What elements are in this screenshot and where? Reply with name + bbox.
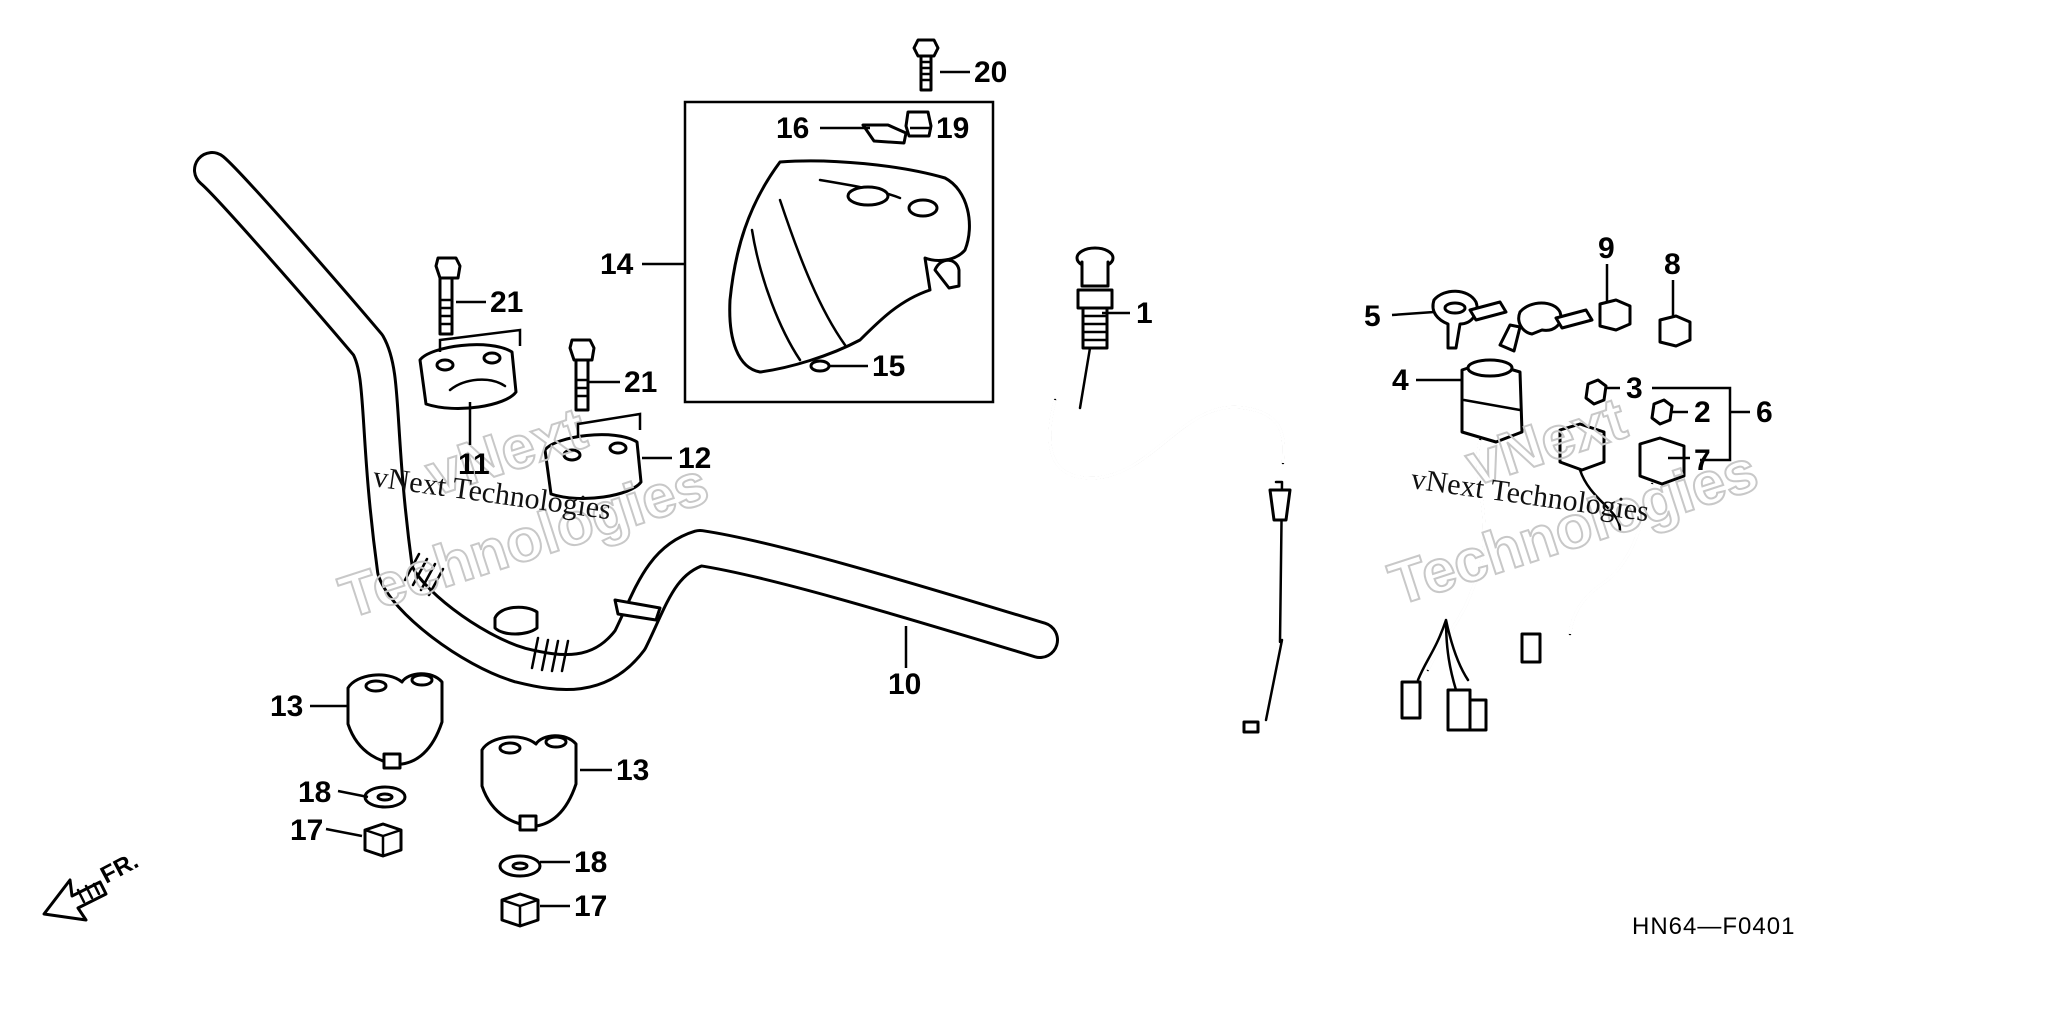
knurl-left — [403, 552, 445, 597]
callout-13-left: 13 — [270, 690, 303, 723]
collar-19 — [904, 110, 933, 138]
callout-7: 7 — [1694, 444, 1711, 477]
upper-holder-11 — [418, 343, 518, 410]
knob-2 — [1650, 398, 1674, 426]
callout-20: 20 — [974, 56, 1007, 89]
callout-21-left: 21 — [490, 286, 523, 319]
bracket-16 — [861, 123, 908, 145]
switch-7 — [1520, 436, 1686, 664]
ignition-switch-4 — [1400, 323, 1524, 732]
lower-holder-13-right — [480, 734, 578, 832]
key-5 — [1431, 289, 1508, 350]
cap-8 — [1658, 314, 1692, 348]
handlebar — [193, 151, 1059, 692]
callout-2: 2 — [1694, 396, 1711, 429]
callout-12: 12 — [678, 442, 711, 475]
bolt-21-right — [568, 338, 596, 412]
cap-9 — [1598, 298, 1632, 332]
knurl-right — [530, 636, 570, 673]
nut-17-left — [363, 822, 403, 858]
grommet-15 — [809, 359, 831, 373]
callout-19: 19 — [936, 112, 969, 145]
choke-cable — [1048, 246, 1292, 734]
callout-5: 5 — [1364, 300, 1381, 333]
handlebar-cover — [728, 159, 971, 374]
drawing-code: HN64—F0401 — [1632, 913, 1795, 940]
callout-14: 14 — [600, 248, 634, 281]
callout-10: 10 — [888, 668, 921, 701]
callout-16: 16 — [776, 112, 809, 145]
callout-9: 9 — [1598, 232, 1615, 265]
callout-11: 11 — [458, 448, 490, 481]
callout-3: 3 — [1626, 372, 1643, 405]
callout-18-left: 18 — [298, 776, 331, 809]
knob-3 — [1584, 378, 1608, 406]
callout-21-right: 21 — [624, 366, 657, 399]
callout-17-right: 17 — [574, 890, 607, 923]
washer-18-left — [363, 785, 407, 809]
front-marker-label: FR. — [96, 847, 143, 889]
key-spare — [1517, 301, 1594, 336]
front-direction-arrow: FR. — [42, 847, 143, 922]
bolt-21-left — [434, 256, 462, 336]
callout-17-left: 17 — [290, 814, 323, 847]
leader-lines — [310, 70, 1750, 908]
lower-holder-13-left — [346, 672, 444, 770]
upper-holder-12 — [543, 433, 643, 500]
cover-assembly-box — [683, 100, 995, 404]
callout-13-right: 13 — [616, 754, 649, 787]
callout-8: 8 — [1664, 248, 1681, 281]
switch-left — [1558, 422, 1622, 532]
callout-15: 15 — [872, 350, 905, 383]
washer-18-right — [498, 854, 542, 878]
nut-17-right — [500, 892, 540, 928]
callout-4: 4 — [1392, 364, 1409, 397]
callout-6: 6 — [1756, 396, 1773, 429]
callout-1: 1 — [1136, 297, 1153, 330]
callout-18-right: 18 — [574, 846, 607, 879]
screw-20 — [912, 38, 940, 92]
callouts: 1 2 3 4 5 6 7 8 9 10 11 12 13 13 14 15 1… — [270, 56, 1773, 923]
